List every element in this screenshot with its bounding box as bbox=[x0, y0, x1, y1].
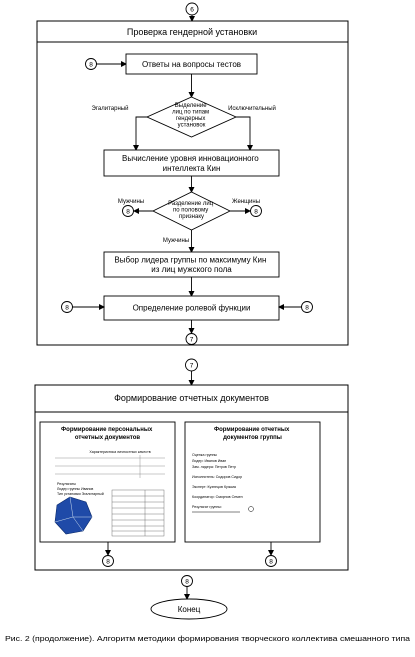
svg-text:Координатор: Смирнов Семен: Координатор: Смирнов Семен bbox=[192, 495, 243, 499]
svg-text:6: 6 bbox=[190, 7, 194, 14]
svg-text:Оценка группы: Оценка группы bbox=[192, 453, 217, 457]
group-docs-panel bbox=[184, 421, 321, 543]
svg-text:8: 8 bbox=[126, 209, 130, 216]
svg-text:Лидер: Иванов Иван: Лидер: Иванов Иван bbox=[192, 459, 226, 463]
svg-text:Результат группы:: Результат группы: bbox=[192, 505, 222, 509]
svg-text:8: 8 bbox=[106, 559, 110, 566]
svg-text:7: 7 bbox=[190, 337, 194, 344]
connector-top: 6 bbox=[185, 2, 199, 16]
leader-selection-box bbox=[103, 251, 280, 278]
svg-text:Тип установки Эгалитарный: Тип установки Эгалитарный bbox=[57, 492, 104, 496]
svg-text:8: 8 bbox=[305, 305, 309, 312]
svg-text:8: 8 bbox=[185, 579, 189, 586]
svg-text:Формирование персональных: Формирование персональных отчетных докум… bbox=[61, 427, 154, 441]
connector-docs-left-out: 8 bbox=[102, 555, 114, 567]
section-check-gender-title: Проверка гендерной установки bbox=[127, 27, 257, 37]
svg-text:Формирование отчетных доку: Формирование отчетных документов группы bbox=[214, 427, 291, 441]
label-women-side: Женщины bbox=[232, 199, 260, 205]
connector-docs-right-out: 8 bbox=[265, 555, 277, 567]
section-reports-title: Формирование отчетных документов bbox=[114, 393, 269, 403]
svg-text:Определение ролевой функции: Определение ролевой функции bbox=[133, 304, 251, 313]
svg-text:7: 7 bbox=[190, 363, 194, 370]
connector-end-in: 8 bbox=[181, 575, 193, 587]
svg-text:Ответы на вопросы тестов: Ответы на вопросы тестов bbox=[142, 60, 241, 69]
svg-text:Вычисление уровня инновационно: Вычисление уровня инновационного интелле… bbox=[122, 154, 261, 173]
connector-role-left: 8 bbox=[61, 301, 73, 313]
role-function-box bbox=[103, 295, 280, 321]
personal-doc-thumbnail: Характеристика личностных качеств Резуль… bbox=[54, 450, 165, 537]
figure-caption: Рис. 2 (продолжение). Алгоритм методики … bbox=[5, 634, 411, 643]
group-doc-thumbnail: Оценка группы Лидер: Иванов Иван Зам. ли… bbox=[192, 453, 254, 513]
label-exclusive: Исключительный bbox=[228, 105, 276, 112]
label-men-down: Мужчины bbox=[163, 238, 189, 244]
svg-text:Выбор лидера группы по максиму: Выбор лидера группы по максимуму Кин из … bbox=[114, 256, 268, 275]
svg-text:8: 8 bbox=[65, 305, 69, 312]
radar-chart-thumbnail bbox=[54, 496, 93, 535]
label-egalitarian: Эгалитарный bbox=[92, 105, 129, 112]
svg-text:Выделение лиц по типам: Выделение лиц по типам гендерных установ… bbox=[172, 103, 211, 129]
decision-gender-type bbox=[145, 96, 238, 138]
svg-text:Результаты: Результаты bbox=[57, 482, 76, 486]
end-terminator bbox=[150, 598, 228, 620]
svg-text:8: 8 bbox=[269, 559, 273, 566]
svg-text:Лидер группы Иванов: Лидер группы Иванов bbox=[57, 487, 93, 491]
connector-answers-in: 8 bbox=[85, 58, 97, 70]
connector-role-right: 8 bbox=[301, 301, 313, 313]
svg-text:Конец: Конец bbox=[178, 605, 201, 614]
svg-text:Эксперт: Кузнецов Кузьма: Эксперт: Кузнецов Кузьма bbox=[192, 485, 236, 489]
svg-text:8: 8 bbox=[254, 209, 258, 216]
svg-text:8: 8 bbox=[89, 62, 93, 69]
label-men-side: Мужчины bbox=[118, 199, 144, 205]
calc-innovation-box bbox=[103, 149, 280, 177]
svg-text:Исполнитель: Сидоров Сидор: Исполнитель: Сидоров Сидор bbox=[192, 475, 242, 479]
svg-text:Характеристика личностных каче: Характеристика личностных качеств bbox=[89, 450, 150, 454]
connector-split-right: 8 bbox=[250, 205, 262, 217]
svg-text:Зам. лидера: Петров Петр: Зам. лидера: Петров Петр bbox=[192, 465, 236, 469]
svg-text:Разделение лиц по половому: Разделение лиц по половому признаку bbox=[168, 201, 215, 220]
connector-section2-start: 7 bbox=[185, 358, 198, 372]
connector-split-left: 8 bbox=[122, 205, 134, 217]
connector-section1-end: 7 bbox=[185, 333, 198, 345]
